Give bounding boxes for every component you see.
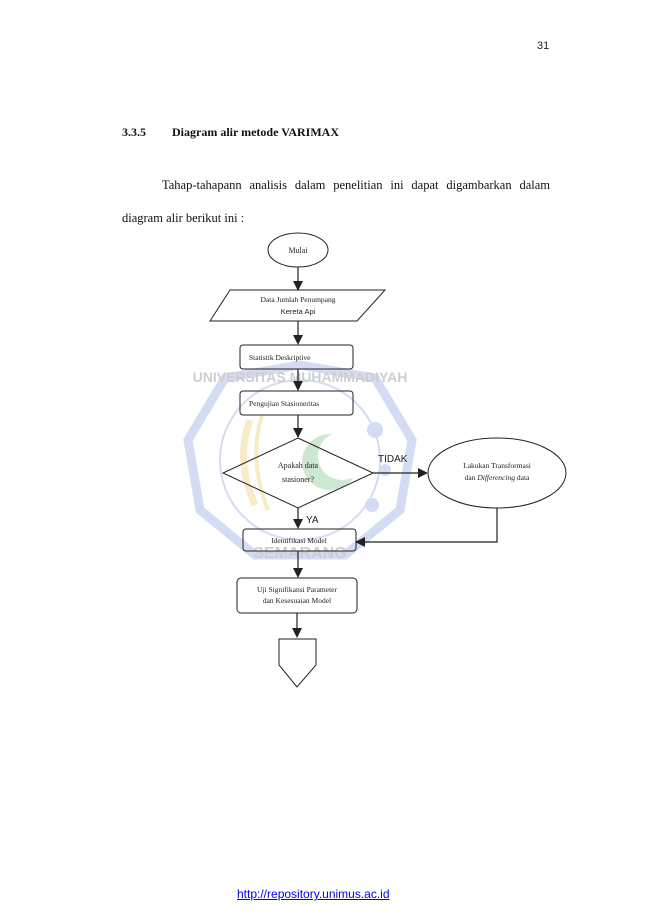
model-identification-label: Identifikasi Model	[271, 536, 327, 545]
stationarity-test-label: Pengujian Stasioneritas	[249, 399, 319, 408]
transform-line-1: Lakukan Transformasi	[463, 461, 531, 470]
stationarity-test-node: Pengujian Stasioneritas	[239, 390, 354, 416]
transform-node: Lakukan Transformasi dan Differencing da…	[427, 437, 567, 509]
page-number: 31	[537, 40, 550, 52]
paragraph-line-1: Tahap-tahapann analisis dalam penelitian…	[162, 178, 550, 192]
repository-link[interactable]: http://repository.unimus.ac.id	[237, 887, 390, 901]
model-identification-node: Identifikasi Model	[242, 528, 357, 552]
paragraph-line-2: diagram alir berikut ini :	[122, 211, 245, 225]
data-input-node: Data Jumlah Penumpang Kereta Api	[209, 289, 387, 322]
transform-line-2: dan Differencing data	[465, 473, 530, 482]
significance-line-2: dan Kesesuaian Model	[263, 596, 331, 605]
yes-branch-label: YA	[306, 515, 319, 526]
decision-line-2: stasioner?	[282, 475, 314, 484]
no-branch-label: TIDAK	[378, 454, 408, 465]
off-page-connector	[278, 638, 317, 688]
body-paragraph: Tahap-tahapann analisis dalam penelitian…	[122, 169, 550, 235]
data-input-line-2: Kereta Api	[281, 307, 316, 316]
section-title: Diagram alir metode VARIMAX	[172, 125, 339, 139]
watermark-top-text: UNIVERSITAS MUHAMMADIYAH	[193, 369, 408, 385]
descriptive-stats-node: Statistik Deskriptive	[239, 344, 354, 370]
watermark-bottom-text: SEMARANG	[253, 545, 346, 562]
data-input-line-1: Data Jumlah Penumpang	[261, 295, 336, 304]
section-number: 3.3.5	[122, 125, 146, 139]
decision-line-1: Apakah data	[278, 461, 319, 470]
significance-test-node: Uji Signifikansi Parameter dan Kesesuaia…	[236, 577, 358, 614]
descriptive-stats-label: Statistik Deskriptive	[249, 353, 311, 362]
section-heading: 3.3.5 Diagram alir metode VARIMAX	[122, 125, 339, 140]
start-label: Mulai	[288, 246, 308, 255]
arrow-transform-to-identification	[355, 508, 498, 547]
university-seal-watermark: SEMARANG UNIVERSITAS MUHAMMADIYAH	[183, 360, 417, 562]
significance-line-1: Uji Signifikansi Parameter	[257, 585, 337, 594]
start-node: Mulai	[267, 232, 329, 268]
